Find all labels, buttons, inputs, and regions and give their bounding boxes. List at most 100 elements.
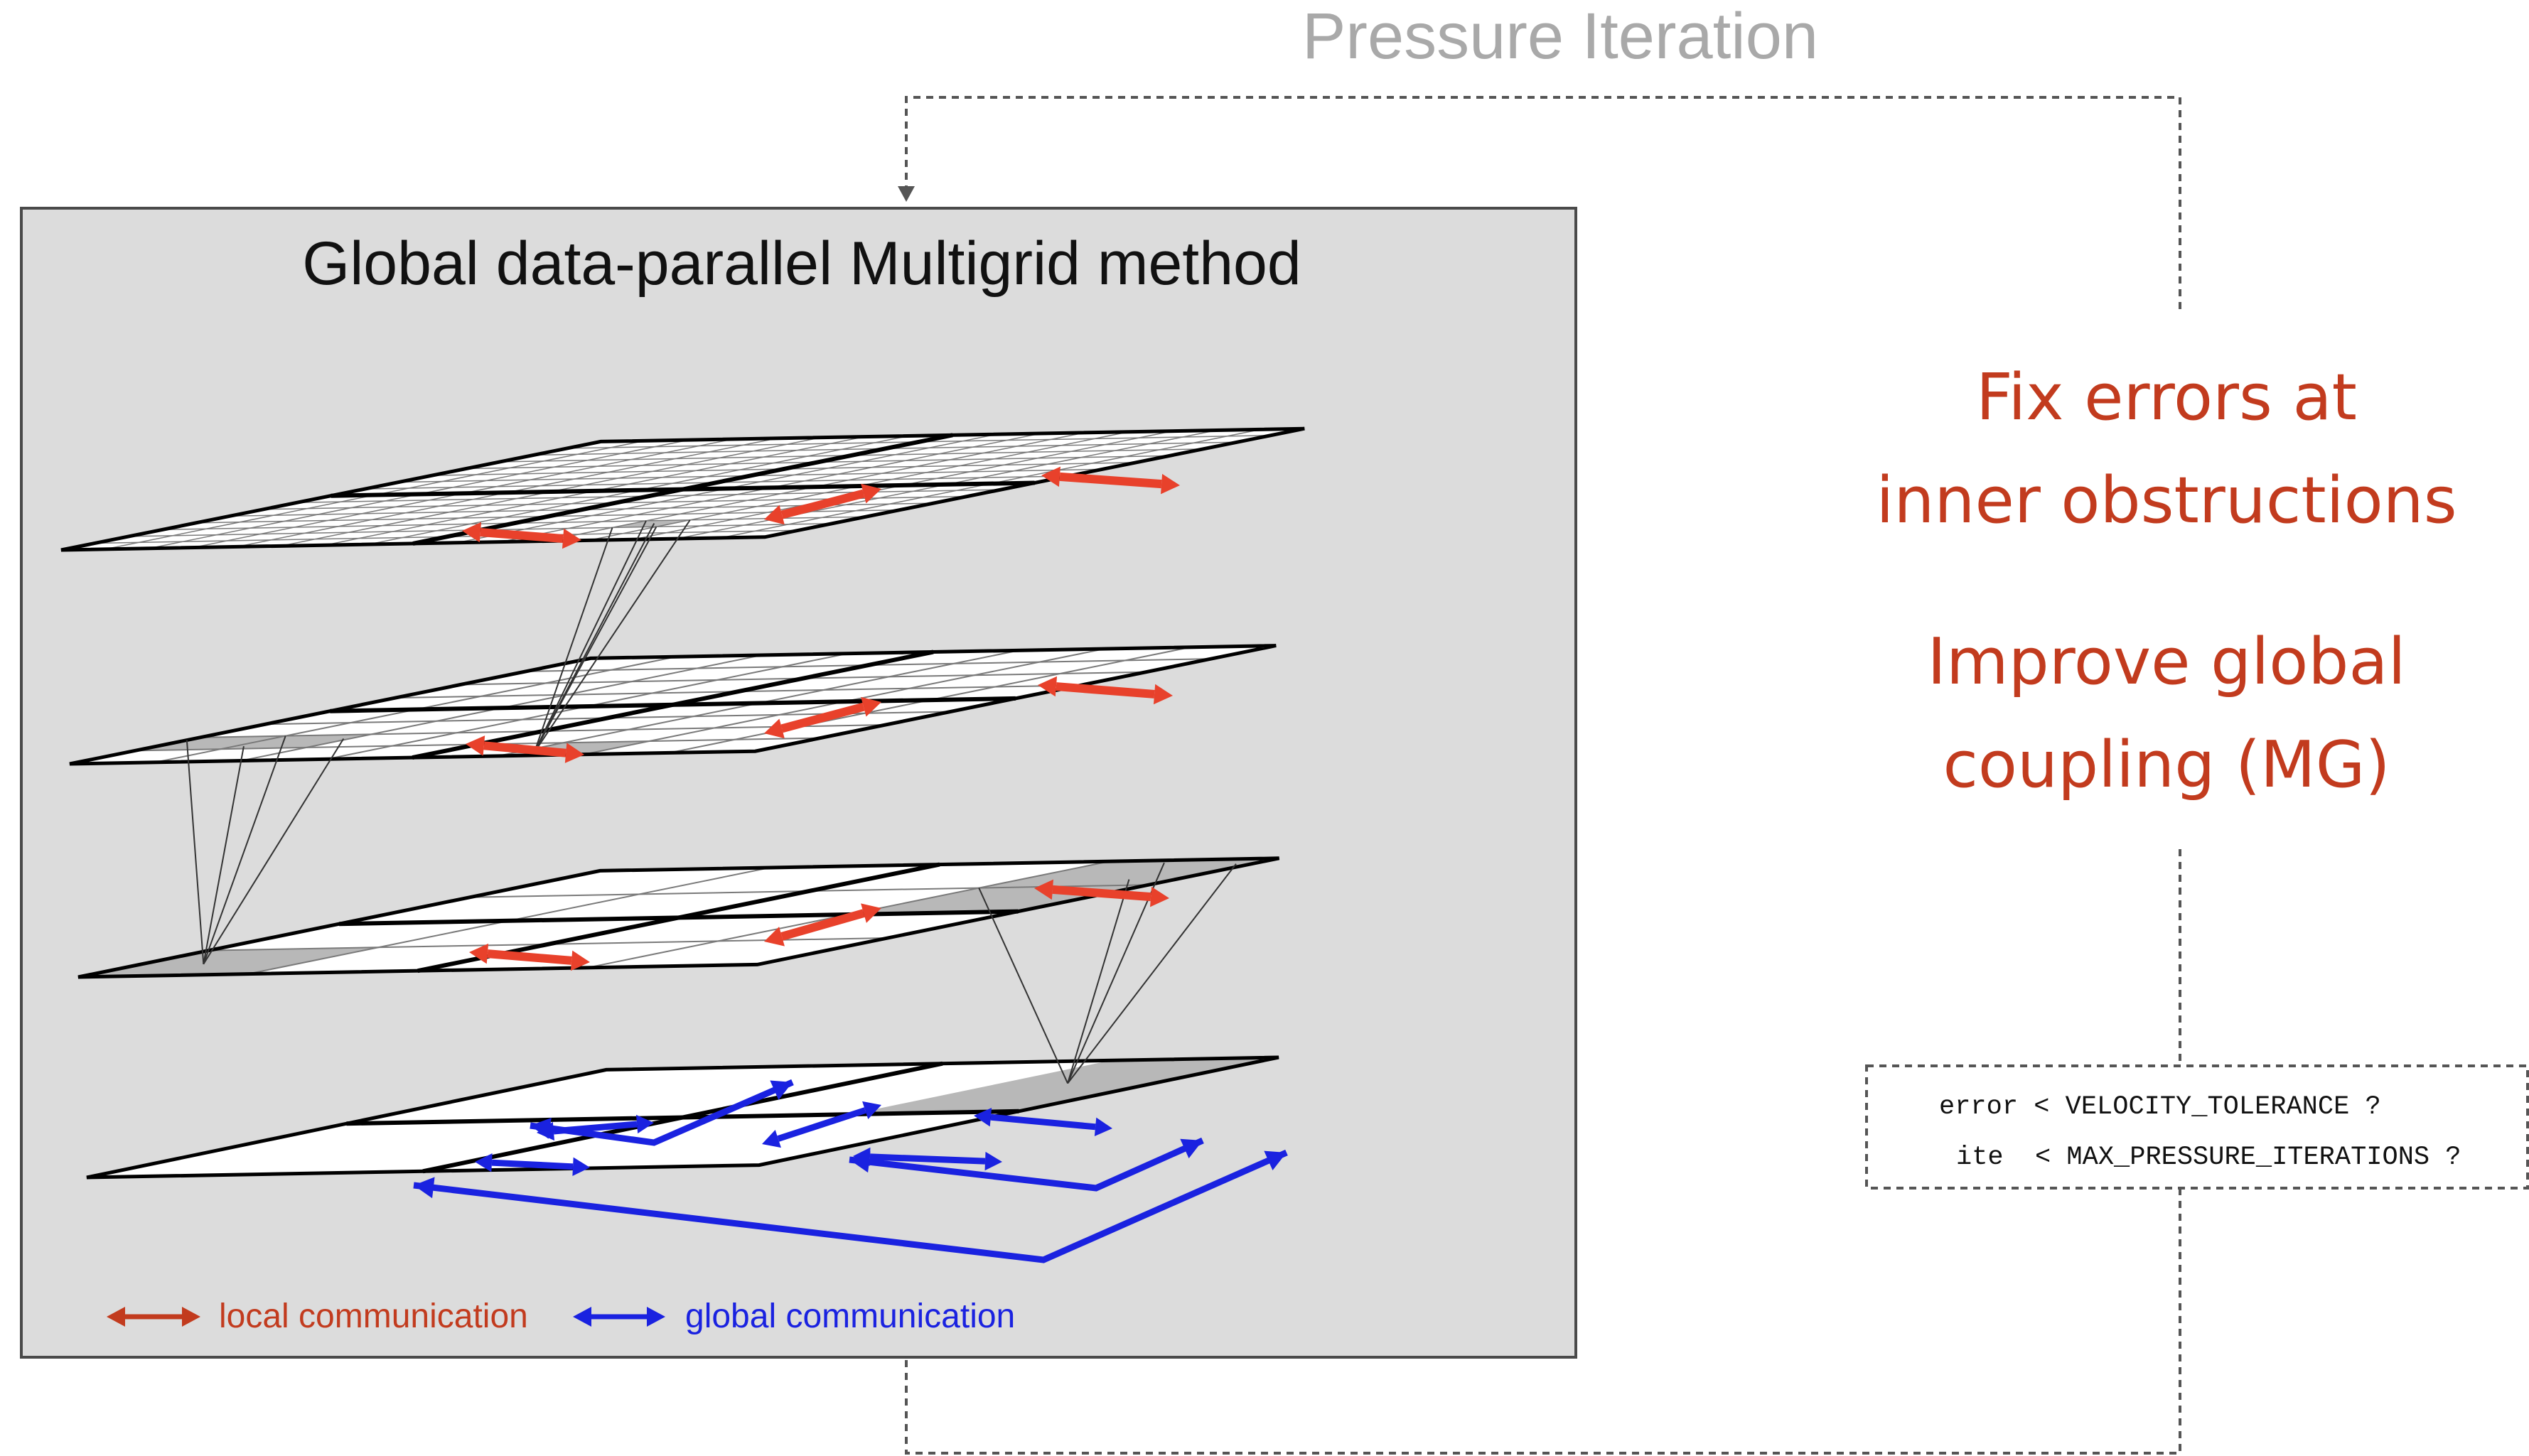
coarse-cell-highlight — [851, 1057, 1279, 1115]
block-boundary — [346, 1109, 1019, 1126]
arrow-head — [764, 505, 785, 525]
legend-global-label: global communication — [685, 1298, 1015, 1335]
plane-outline — [69, 644, 1277, 766]
loop-title: Pressure Iteration — [1302, 0, 1818, 72]
arrow-head — [572, 1157, 590, 1177]
plane-outline — [77, 856, 1280, 979]
arrow-head — [770, 1080, 793, 1100]
arrow-head — [475, 1153, 493, 1172]
local-arrow-6 — [1038, 676, 1173, 705]
arrow-head — [861, 696, 881, 717]
restriction-line — [203, 738, 345, 965]
arrow-head — [849, 1151, 871, 1173]
arrow-head — [1034, 879, 1053, 900]
arrow-shaft — [869, 1153, 986, 1165]
arrow-head — [861, 903, 881, 923]
local-arrow-9 — [1034, 879, 1169, 907]
restriction-line — [203, 735, 286, 965]
arrow-head — [861, 483, 881, 504]
arrow-shaft — [1059, 472, 1162, 489]
note-inner-obstructions: inner obstructions — [1876, 463, 2456, 538]
arrow-head — [462, 522, 482, 543]
arrow-head — [414, 1177, 435, 1199]
restriction-fan-top — [533, 519, 691, 753]
global-arrow-4 — [974, 1108, 1112, 1136]
arrow-head — [974, 1108, 992, 1127]
restriction-line — [203, 746, 245, 964]
arrow-shaft — [480, 528, 564, 543]
arrow-shaft — [780, 909, 865, 941]
arrow-shaft — [1052, 885, 1151, 902]
condition-error-line: error < VELOCITY_TOLERANCE ? — [1939, 1092, 2381, 1122]
arrow-head — [530, 1117, 552, 1139]
route-line — [413, 1149, 1288, 1263]
block-boundary — [330, 696, 1016, 713]
restriction-line — [1067, 863, 1237, 1084]
arrow-head — [570, 950, 590, 971]
grid-levels — [60, 426, 1305, 1263]
arrow-shaft — [780, 489, 865, 519]
legend-global-arrow-icon — [573, 1307, 665, 1327]
global-route-upper — [530, 1079, 794, 1146]
restriction-fan-mid — [186, 735, 345, 965]
arrow-shaft — [483, 741, 567, 757]
coarse-cell-highlight — [612, 519, 690, 528]
global-arrow-1 — [475, 1153, 590, 1177]
global-route-long — [413, 1149, 1288, 1263]
arrow-head — [635, 1114, 654, 1134]
arrow-head — [1150, 886, 1169, 907]
plane-outline — [86, 1055, 1279, 1180]
grid-level-coarsest — [86, 1055, 1279, 1180]
arrow-shaft — [780, 702, 865, 733]
arrow-head — [1264, 1150, 1287, 1171]
arrow-head — [764, 927, 785, 947]
arrow-head — [1180, 1138, 1203, 1159]
route-line — [530, 1079, 794, 1146]
restriction-line — [978, 888, 1068, 1084]
plane-outline — [60, 426, 1305, 552]
local-arrow-8 — [764, 903, 881, 947]
arrow-shaft — [491, 1159, 574, 1170]
legend-local-arrow-icon — [107, 1307, 200, 1327]
note-improve-global: Improve global — [1927, 625, 2405, 699]
restriction-line — [1067, 879, 1130, 1084]
loop-bottom-line — [905, 1188, 2181, 1455]
condition-iteration-line: ite < MAX_PRESSURE_ITERATIONS ? — [1956, 1143, 2461, 1172]
arrow-shaft — [487, 949, 572, 965]
legend-local-label: local communication — [219, 1298, 528, 1335]
arrow-shaft — [990, 1113, 1096, 1131]
side-notes: Fix errors at inner obstructions Improve… — [1876, 360, 2456, 802]
local-arrow-5 — [764, 696, 881, 739]
arrow-head — [1041, 466, 1061, 487]
arrow-head — [1094, 1117, 1112, 1136]
block-boundary — [339, 909, 1019, 927]
iteration-loop — [905, 96, 2181, 1455]
restriction-line — [186, 740, 205, 964]
condition-box — [1865, 1064, 2529, 1190]
route-line — [849, 1137, 1204, 1192]
local-arrow-2 — [764, 483, 881, 525]
arrow-head — [762, 1129, 781, 1148]
legend: local communication global communication — [107, 1298, 1015, 1335]
arrow-head — [862, 1101, 881, 1120]
arrow-head — [984, 1151, 1002, 1171]
loop-top-line — [905, 96, 2181, 309]
panel-title: Global data-parallel Multigrid method — [302, 230, 1301, 298]
multigrid-panel — [20, 207, 1577, 1359]
restriction-line — [533, 520, 647, 753]
global-route-middle — [849, 1137, 1204, 1192]
local-arrow-4 — [466, 735, 584, 763]
arrow-head — [562, 528, 581, 549]
arrow-head — [564, 743, 584, 763]
local-arrow-3 — [1041, 466, 1180, 495]
restriction-line — [533, 527, 613, 753]
arrow-shaft — [1056, 682, 1155, 699]
arrow-shaft — [777, 1107, 866, 1142]
arrow-head — [1153, 684, 1173, 705]
note-coupling-mg: coupling (MG) — [1943, 728, 2390, 802]
loop-arrowhead-icon — [898, 186, 915, 202]
global-arrow-3 — [762, 1101, 881, 1148]
local-arrow-7 — [469, 943, 590, 971]
arrow-head — [466, 735, 485, 756]
